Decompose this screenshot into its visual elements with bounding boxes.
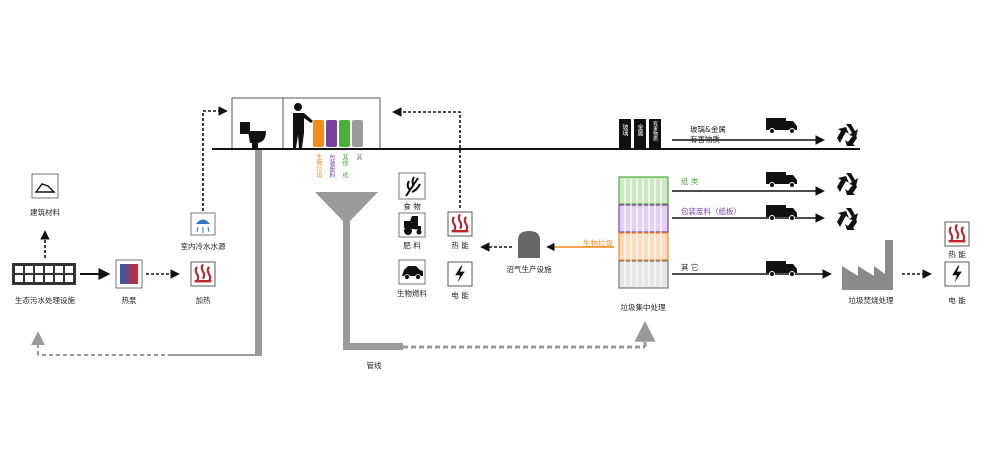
wheat-icon: [398, 172, 426, 200]
waste-chute-funnel: [315, 192, 656, 350]
person-icon: [293, 103, 313, 148]
label-paper: 纸 类: [681, 177, 699, 186]
heat-pump-icon: [115, 259, 143, 289]
label-eco-sewage: 生态污水处理设施: [15, 296, 75, 305]
recycle-icon: [837, 207, 859, 230]
label-heat-energy-right: 热 能: [948, 250, 966, 259]
drum-label-hazardous: 有害物质: [652, 121, 658, 141]
sewage-pipe: [31, 150, 262, 356]
drum-label-metal: 金属: [636, 124, 643, 136]
label-biogas-facility: 沼气生产设施: [506, 265, 552, 274]
label-electricity-mid: 电 能: [451, 291, 469, 300]
drum-label-glass: 玻璃: [621, 124, 628, 136]
waste-bins: [313, 120, 363, 147]
recycle-icon: [837, 123, 859, 146]
heat-icon: [189, 260, 217, 288]
label-electricity-right: 电 能: [948, 296, 966, 305]
building-section: [212, 97, 860, 150]
recycle-icon: [837, 172, 859, 195]
car-icon: [398, 259, 426, 285]
bin-label-packaging: 包装废料: [328, 154, 335, 178]
toilet-icon: [240, 122, 266, 149]
label-bio-waste: 生物垃圾: [583, 239, 613, 248]
label-other: 其 它: [681, 263, 699, 272]
label-fertilizer: 肥 料: [403, 241, 421, 250]
label-biofuel: 生物燃料: [397, 289, 427, 298]
arrow-energy-to-building: [392, 107, 461, 208]
label-hazardous: 有害物质: [690, 135, 720, 144]
label-glass-metal: 玻璃&金属: [690, 125, 726, 134]
electric-icon: [944, 261, 970, 287]
label-food: 食 物: [403, 202, 421, 211]
label-heating: 加热: [195, 296, 211, 305]
truck-icon: [765, 171, 798, 188]
label-incineration: 垃圾焚烧处理: [848, 296, 894, 305]
drums-icon: [619, 119, 661, 149]
label-pipeline: 管线: [366, 361, 382, 370]
biogas-tank-icon: [518, 231, 540, 258]
bin-label-other: 其他: [341, 154, 348, 166]
bin-label-misc: 其: [355, 154, 362, 160]
label-indoor-cold-water: 室内冷水水源: [180, 242, 226, 251]
bin-label-paper: 纸: [341, 172, 348, 178]
heat-icon: [943, 220, 971, 248]
tractor-icon: [398, 212, 426, 238]
bin-label-bio: 生物垃圾: [315, 154, 322, 178]
building-icon: [31, 173, 59, 199]
label-central-processing: 垃圾集中处理: [620, 303, 666, 312]
label-building-materials: 建筑材料: [30, 208, 60, 217]
label-heat-pump: 热泵: [121, 296, 137, 305]
truck-icon: [765, 117, 798, 134]
electric-icon: [447, 261, 473, 287]
label-heat-energy-mid: 热 能: [451, 241, 469, 250]
heat-icon: [446, 210, 474, 238]
label-packaging: 包装废料（纸板）: [681, 207, 741, 216]
central-processing-containers: [618, 176, 669, 289]
shower-icon: [190, 212, 216, 236]
arrow-shower-to-building: [202, 106, 228, 211]
factory-icon: [842, 240, 893, 290]
eco-sewage-facility-icon: [12, 263, 76, 285]
